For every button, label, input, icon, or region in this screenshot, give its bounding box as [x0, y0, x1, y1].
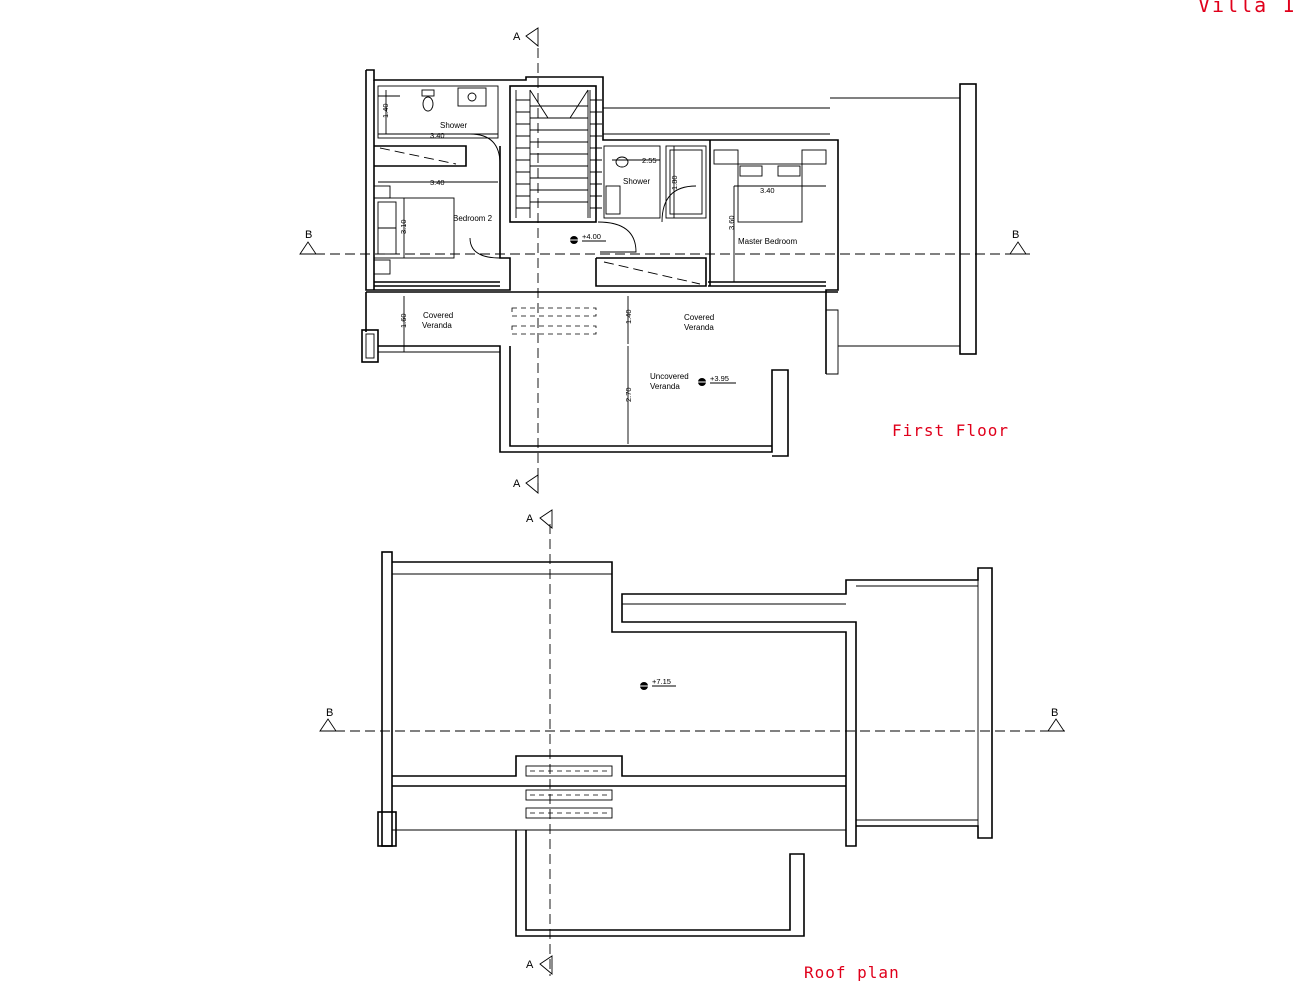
roof-plan	[377, 551, 993, 937]
dim-1-40-top: 1.40	[381, 103, 390, 118]
section-a-bottom-label: A	[513, 478, 521, 490]
room-covered-veranda-right-line2: Veranda	[684, 323, 714, 332]
staircase	[509, 85, 597, 223]
dim-3-10: 3.10	[399, 219, 408, 234]
dim-2-55: 2.55	[642, 156, 657, 165]
roof-plan-title: Roof plan	[804, 963, 900, 981]
room-shower-1: Shower	[440, 121, 467, 130]
roof-section-b-left-label: B	[326, 707, 333, 719]
first-floor-section-lines: A A B B	[299, 27, 1030, 494]
roof-section-b-right-label: B	[1051, 707, 1058, 719]
room-bedroom-2: Bedroom 2	[453, 214, 493, 223]
level-floor-text: +4.00	[582, 232, 601, 241]
room-uncovered-veranda-line2: Veranda	[650, 382, 680, 391]
section-b-left-label: B	[305, 229, 312, 241]
level-marker-veranda: +3.95	[696, 374, 736, 386]
dim-3-60: 3.60	[727, 215, 736, 230]
level-veranda-text: +3.95	[710, 374, 729, 383]
dim-3-40-a: 3.40	[430, 131, 445, 140]
dim-1-80: 1.80	[670, 175, 679, 190]
room-uncovered-veranda-line1: Uncovered	[650, 372, 689, 381]
room-covered-veranda-left-line1: Covered	[423, 311, 453, 320]
section-a-top-label: A	[513, 31, 521, 43]
room-covered-veranda-left-line2: Veranda	[422, 321, 452, 330]
room-covered-veranda-right-line1: Covered	[684, 313, 714, 322]
room-master-bedroom: Master Bedroom	[738, 237, 797, 246]
roof-section-a-top-label: A	[526, 513, 534, 525]
roof-section-a-bottom-label: A	[526, 959, 534, 971]
sheet-title: Villa 1	[1198, 0, 1296, 17]
dim-2-70: 2.70	[624, 387, 633, 402]
section-b-right-label: B	[1012, 229, 1019, 241]
dim-1-40-mid: 1.40	[624, 309, 633, 324]
bed-bedroom-2	[373, 197, 455, 259]
room-shower-2: Shower	[623, 177, 650, 186]
roof-level-marker: +7.15	[638, 677, 676, 690]
first-floor-plan	[361, 69, 977, 457]
roof-section-lines: A A B B	[319, 509, 1068, 976]
dim-1-60: 1.60	[399, 313, 408, 328]
dim-3-40-c: 3.40	[760, 186, 775, 195]
level-roof-text: +7.15	[652, 677, 671, 686]
dim-3-40-b: 3.40	[430, 178, 445, 187]
first-floor-labels: Shower Shower Bedroom 2 Master Bedroom C…	[381, 103, 797, 402]
first-floor-title: First Floor	[892, 421, 1009, 440]
level-marker-floor: +4.00	[568, 232, 606, 244]
bed-master	[737, 163, 803, 223]
